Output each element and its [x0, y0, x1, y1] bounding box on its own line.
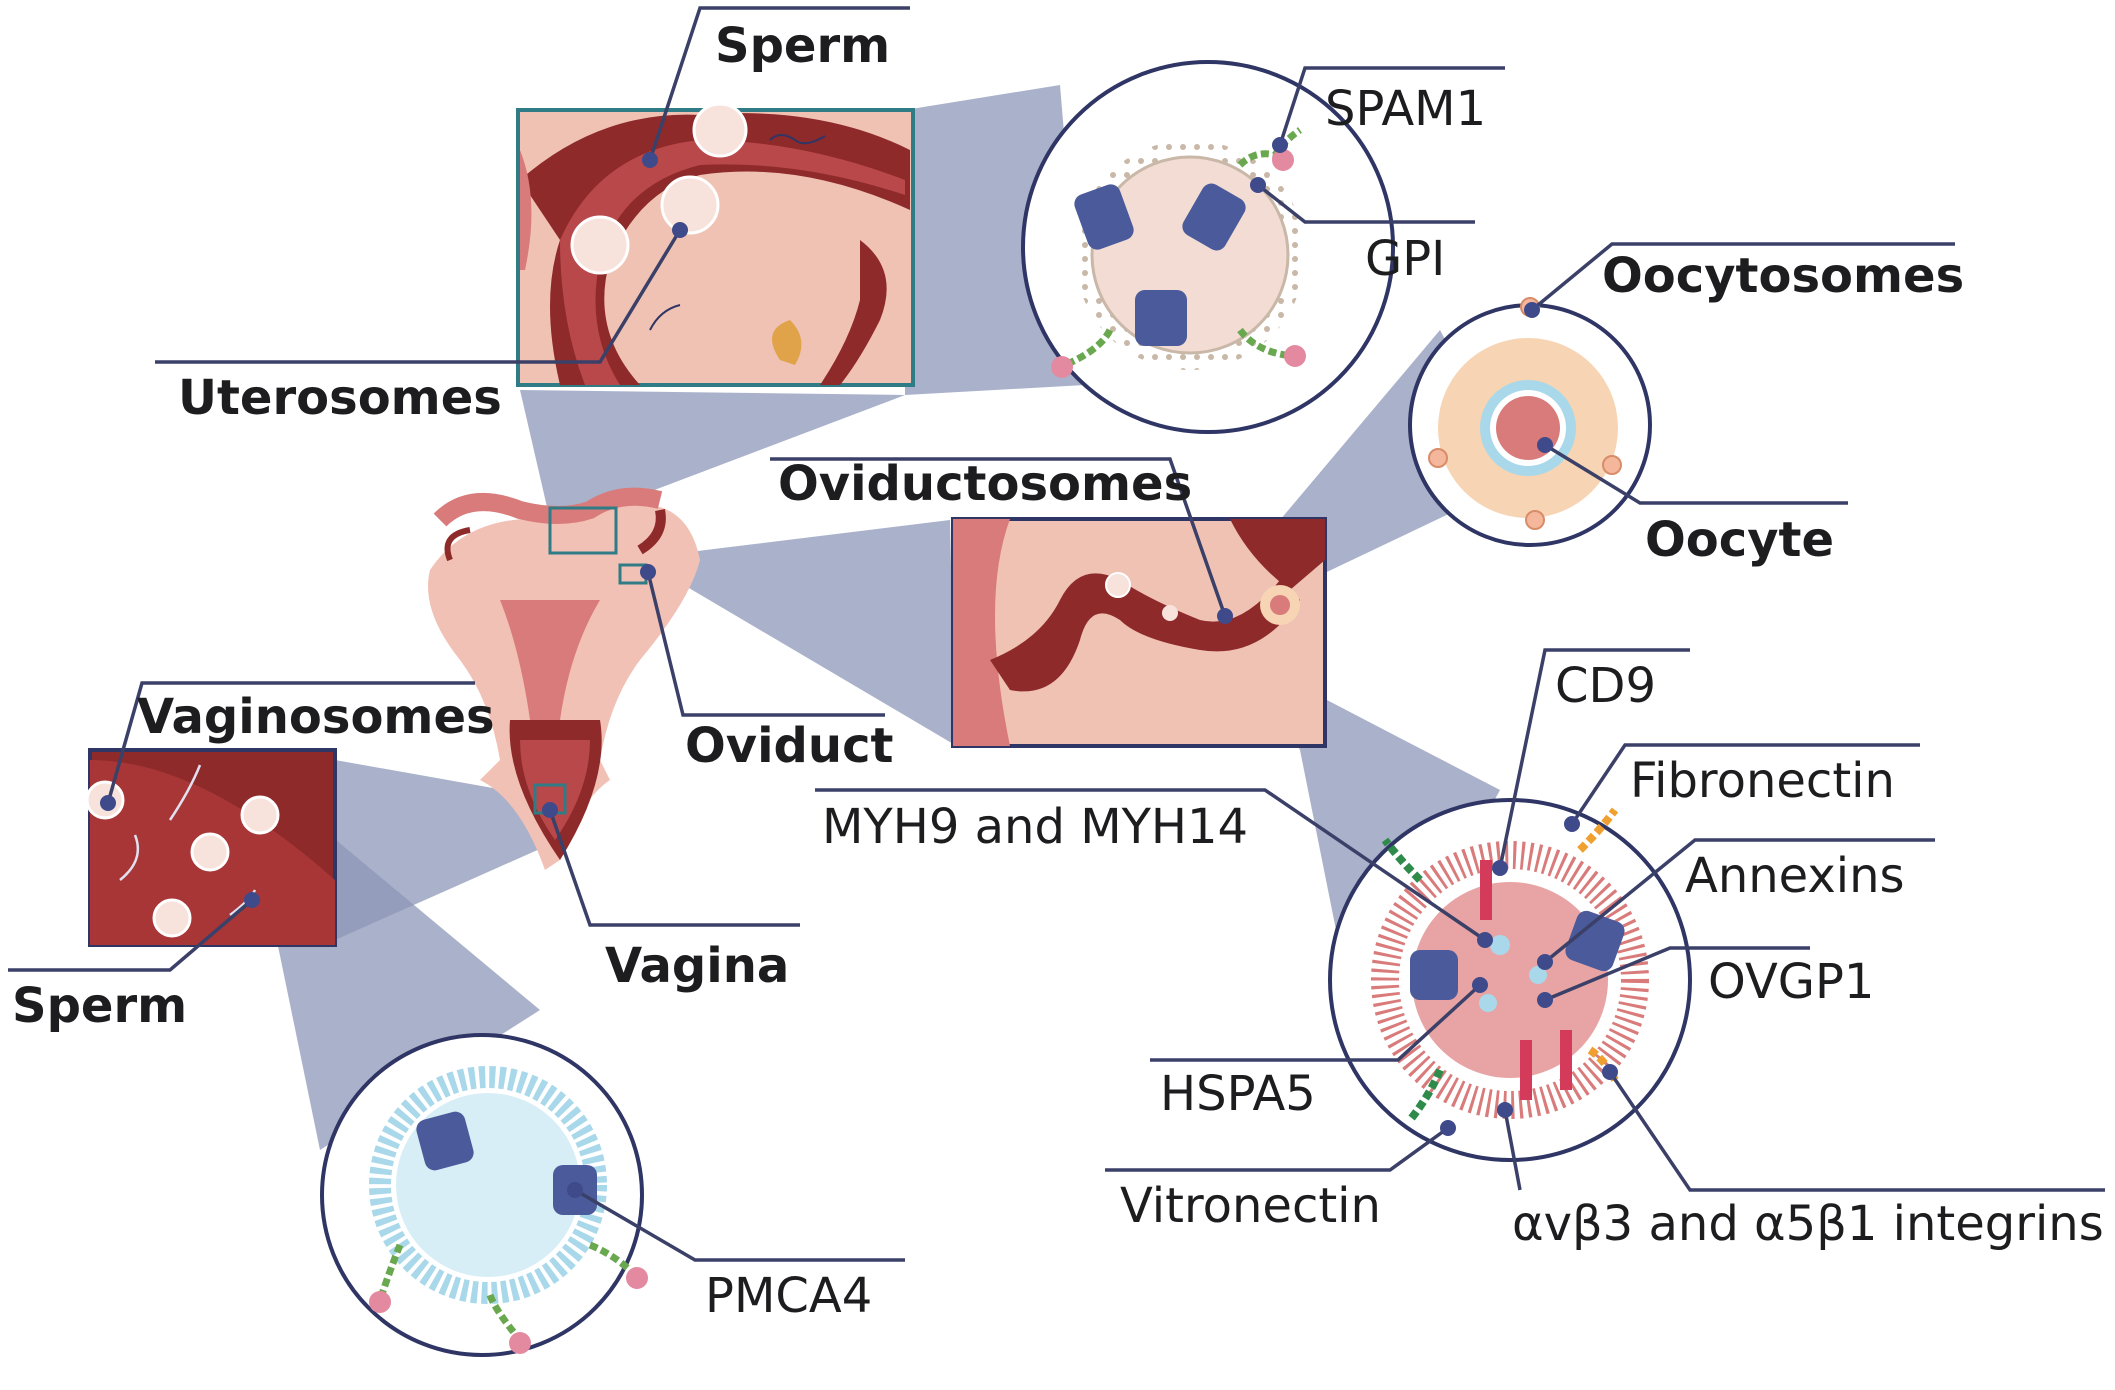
label-vagina: Vagina: [605, 938, 789, 994]
labels: Sperm Uterosomes SPAM1 GPI Oocytosomes O…: [12, 18, 2104, 1324]
leader-lines: [8, 6, 2105, 1262]
oocyte-circle: [1408, 297, 1652, 547]
label-gpi: GPI: [1365, 231, 1445, 287]
vagina-closeup-box: [85, 748, 337, 947]
label-ovgp1: OVGP1: [1708, 954, 1874, 1010]
label-oocyte: Oocyte: [1645, 512, 1834, 568]
label-vitronectin: Vitronectin: [1120, 1178, 1381, 1234]
oviduct-closeup-box: [951, 517, 1327, 748]
projection-beams: [250, 85, 1520, 1150]
label-vaginosomes: Vaginosomes: [137, 689, 495, 745]
beam-reproductive-to-uterus-box: [520, 390, 905, 520]
label-sperm-left: Sperm: [12, 978, 187, 1034]
label-oviductosomes: Oviductosomes: [778, 456, 1192, 512]
label-pmca4: PMCA4: [705, 1268, 872, 1324]
label-sperm-top: Sperm: [715, 18, 890, 74]
label-hspa5: HSPA5: [1160, 1066, 1316, 1122]
label-fibronectin: Fibronectin: [1630, 753, 1895, 809]
label-uterosomes: Uterosomes: [178, 370, 502, 426]
uterus-closeup-box: [516, 102, 915, 387]
oviductosome-circle: [1328, 798, 1692, 1162]
pmca4-circle: [320, 1033, 648, 1357]
label-annexins: Annexins: [1685, 848, 1905, 904]
label-oocytosomes: Oocytosomes: [1602, 248, 1964, 304]
beam-oviduct-box-to-oviductosome: [1250, 660, 1500, 1050]
reproductive-tract-illustration: [428, 487, 700, 870]
label-myh9-myh14: MYH9 and MYH14: [822, 799, 1248, 855]
beam-oviduct-to-oviduct-box: [650, 520, 955, 745]
label-cd9: CD9: [1555, 658, 1656, 714]
label-oviduct: Oviduct: [685, 718, 893, 774]
label-spam1: SPAM1: [1325, 81, 1486, 137]
label-integrins: αvβ3 and α5β1 integrins: [1512, 1196, 2104, 1252]
uterosome-circle: [1021, 60, 1395, 434]
